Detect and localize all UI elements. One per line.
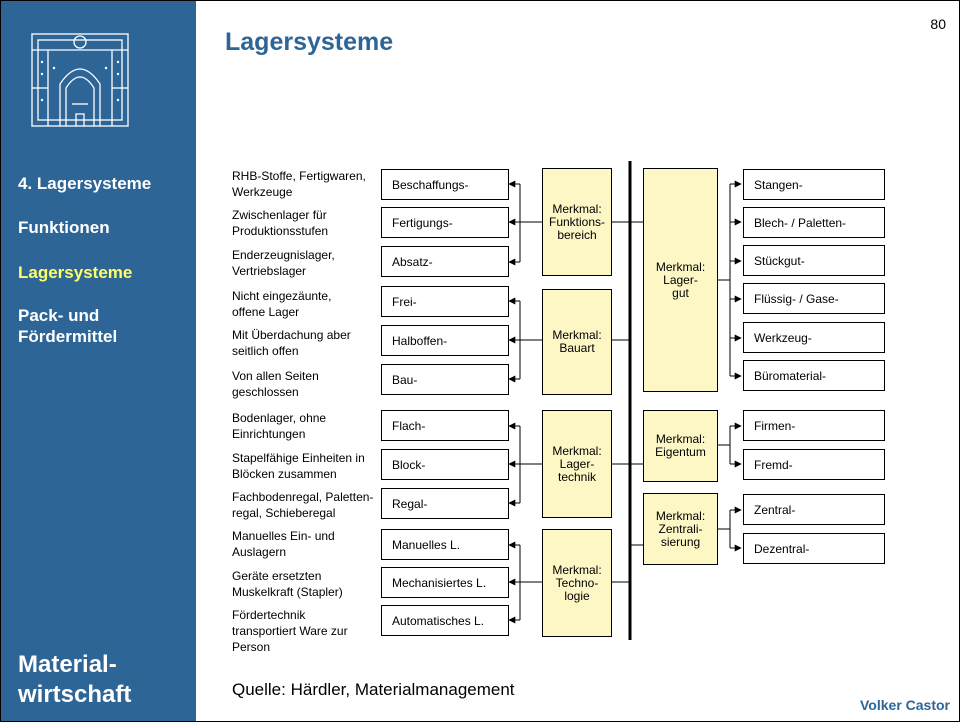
- author-name: Volker Castor: [860, 697, 950, 713]
- merkmal-eigentum: Merkmal: Eigentum: [643, 410, 718, 482]
- lager-description: Bodenlager, ohne Einrichtungen: [232, 411, 327, 441]
- lager-type-box: Manuelles L.: [381, 529, 509, 560]
- lager-description: Fachbodenregal, Paletten- regal, Schiebe…: [232, 490, 374, 520]
- brand-text: Material- wirtschaft: [18, 651, 132, 708]
- nav-item-pack-foerdermittel[interactable]: Pack- und Fördermittel: [18, 306, 118, 346]
- lager-description: Geräte ersetzten Muskelkraft (Stapler): [232, 569, 343, 599]
- merkmal-zentralisierung: Merkmal: Zentrali- sierung: [643, 493, 718, 565]
- lager-description: Fördertechnik transportiert Ware zur Per…: [232, 608, 348, 654]
- merkmal-lagergut: Merkmal: Lager- gut: [643, 168, 718, 392]
- lagergut-box: Werkzeug-: [743, 322, 885, 353]
- sidebar: 4. Lagersysteme Funktionen Lagersysteme …: [0, 0, 196, 722]
- nav-item-lagersysteme-chapter[interactable]: 4. Lagersysteme: [18, 174, 152, 193]
- lagergut-box: Flüssig- / Gase-: [743, 283, 885, 314]
- source-citation: Quelle: Härdler, Materialmanagement: [232, 680, 515, 699]
- lager-description: Von allen Seiten geschlossen: [232, 369, 319, 399]
- logo-icon: [31, 33, 129, 127]
- nav-item-lagersysteme[interactable]: Lagersysteme: [18, 263, 133, 282]
- merkmal-funktionsbereich: Merkmal: Funktions- bereich: [542, 168, 612, 276]
- lagergut-box: Stückgut-: [743, 245, 885, 276]
- lager-type-box: Beschaffungs-: [381, 169, 509, 200]
- merkmal-lagertechnik: Merkmal: Lager- technik: [542, 410, 612, 518]
- eigentum-box: Firmen-: [743, 410, 885, 441]
- merkmal-technologie: Merkmal: Techno- logie: [542, 529, 612, 637]
- eigentum-box: Fremd-: [743, 449, 885, 480]
- lagergut-box: Stangen-: [743, 169, 885, 200]
- lager-description: Mit Überdachung aber seitlich offen: [232, 328, 351, 358]
- lagergut-box: Blech- / Paletten-: [743, 207, 885, 238]
- merkmal-bauart: Merkmal: Bauart: [542, 289, 612, 395]
- lager-type-box: Automatisches L.: [381, 605, 509, 636]
- zentralisierung-box: Dezentral-: [743, 533, 885, 564]
- lager-description: Nicht eingezäunte, offene Lager: [232, 289, 332, 319]
- lager-type-box: Frei-: [381, 286, 509, 317]
- lager-description: Enderzeugnislager, Vertriebslager: [232, 248, 335, 278]
- lager-type-box: Regal-: [381, 488, 509, 519]
- lager-type-box: Mechanisiertes L.: [381, 567, 509, 598]
- lager-type-box: Absatz-: [381, 246, 509, 277]
- lager-description: Stapelfähige Einheiten in Blöcken zusamm…: [232, 451, 365, 481]
- page-title: Lagersysteme: [225, 28, 394, 56]
- lager-type-box: Bau-: [381, 364, 509, 395]
- lager-description: Manuelles Ein- und Auslagern: [232, 529, 335, 559]
- lager-description: Zwischenlager für Produktionsstufen: [232, 208, 329, 238]
- lager-type-box: Block-: [381, 449, 509, 480]
- lager-type-box: Fertigungs-: [381, 207, 509, 238]
- lager-description: RHB-Stoffe, Fertigwaren, Werkzeuge: [232, 169, 366, 199]
- nav-item-funktionen[interactable]: Funktionen: [18, 218, 110, 237]
- lager-type-box: Halboffen-: [381, 325, 509, 356]
- lagergut-box: Büromaterial-: [743, 360, 885, 391]
- zentralisierung-box: Zentral-: [743, 494, 885, 525]
- lager-type-box: Flach-: [381, 410, 509, 441]
- page-number: 80: [930, 16, 946, 32]
